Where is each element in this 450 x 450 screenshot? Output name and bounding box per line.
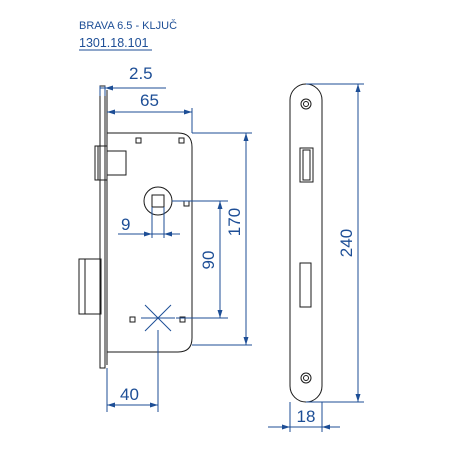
faceplate-hole-top-inner [303, 101, 309, 107]
screw-hole-bl [129, 316, 136, 323]
screw-hole-tr [178, 137, 185, 144]
latch-bolt-body [106, 150, 127, 176]
spindle-square [151, 194, 165, 208]
dim-2.5-arrow [105, 85, 113, 91]
dim-240-arrow-top [355, 84, 361, 92]
faceplate-hole-top [300, 98, 312, 110]
dim-65-label: 65 [140, 91, 159, 110]
latch-opening-inner [302, 149, 311, 181]
dim-240-label: 240 [337, 229, 356, 257]
screw-hole-tl [135, 137, 142, 144]
dim-65-arrow-left [107, 109, 115, 115]
dim-90-arrow-bottom [217, 310, 223, 318]
dead-bolt [78, 258, 102, 315]
dim-90-arrow-top [217, 201, 223, 209]
dim-18-arrow-left [282, 424, 290, 430]
faceplate [289, 83, 323, 403]
dim-40-label: 40 [120, 385, 139, 404]
dim-40-arrow-left [107, 402, 115, 408]
lock-body [78, 85, 193, 369]
dim-90-label: 90 [199, 251, 218, 270]
dimensions-right: 240 18 [268, 83, 364, 432]
dim-9-arrow-left [144, 231, 152, 237]
dim-2.5-label: 2.5 [129, 64, 153, 83]
faceplate-hole-bottom [300, 372, 312, 384]
dim-240-arrow-bottom [355, 394, 361, 402]
latch-opening [299, 147, 314, 183]
dim-170-label: 170 [225, 208, 244, 236]
front-plate-strip [99, 85, 106, 369]
dim-18-label: 18 [297, 407, 316, 426]
faceplate-hole-bottom-inner [303, 375, 309, 381]
screw-hole-br [179, 316, 186, 323]
keyhole-marker [141, 304, 175, 332]
dim-65-arrow-right [184, 109, 192, 115]
dimensions-left: 2.5 65 9 90 170 40 [99, 64, 252, 412]
dim-170-arrow-top [243, 133, 249, 141]
dim-40-arrow-right [150, 402, 158, 408]
screw-hole-mr [183, 200, 190, 207]
dim-9-arrow-right [164, 231, 172, 237]
case-outline [107, 132, 193, 353]
follower-hub [143, 186, 173, 216]
deadbolt-opening [299, 262, 312, 308]
dim-9-label: 9 [121, 215, 130, 234]
drawing-title: BRAVA 6.5 - KLJUČ [79, 19, 177, 32]
faceplate-outline [289, 83, 323, 403]
dim-18-arrow-right [322, 424, 330, 430]
drawing-code: 1301.18.101 [79, 36, 149, 50]
dim-170-arrow-bottom [243, 337, 249, 345]
